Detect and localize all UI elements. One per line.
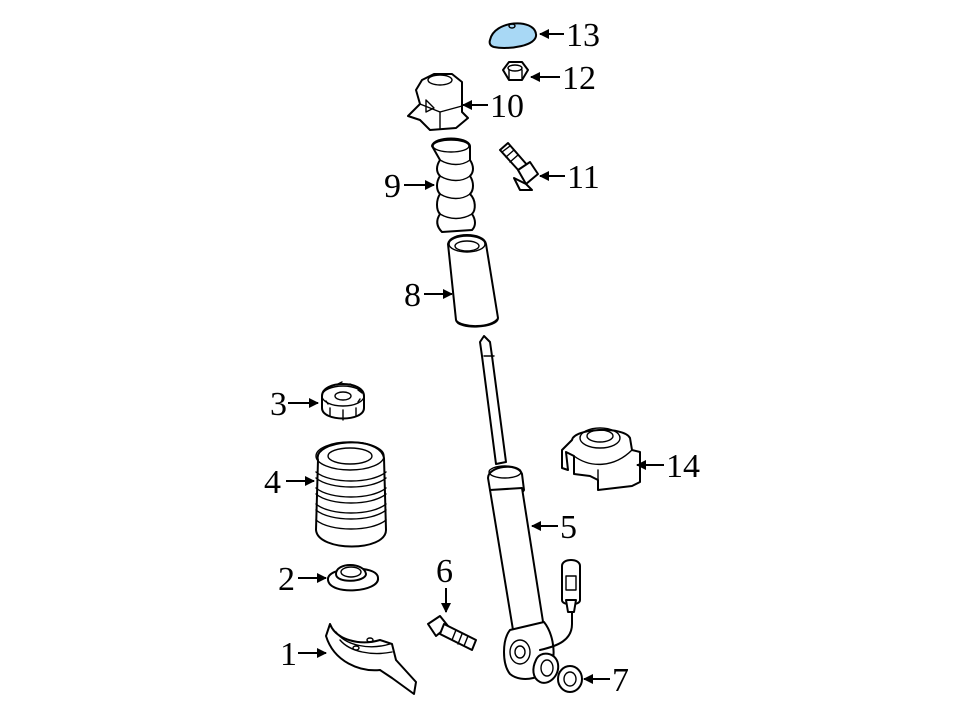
callout-8: 8 — [404, 277, 421, 314]
callout-2: 2 — [278, 561, 295, 598]
part-1-lower-bracket[interactable] — [325, 623, 417, 695]
callout-3: 3 — [270, 386, 287, 423]
part-12-nut[interactable] — [502, 61, 529, 81]
part-9-bump-stop[interactable] — [431, 137, 476, 233]
part-3-adjuster[interactable] — [321, 381, 365, 421]
part-2-spring-seat[interactable] — [327, 564, 379, 592]
part-7-washer[interactable] — [557, 665, 583, 693]
callout-1: 1 — [280, 636, 297, 673]
callout-7: 7 — [612, 662, 629, 699]
callout-12: 12 — [562, 60, 596, 97]
callout-9: 9 — [384, 168, 401, 205]
callout-6: 6 — [436, 553, 453, 590]
callout-11: 11 — [567, 159, 600, 196]
part-4-coil-spring[interactable] — [315, 441, 387, 548]
part-6-bolt[interactable] — [427, 615, 477, 651]
part-10-upper-mount[interactable] — [407, 73, 469, 131]
part-14-bracket[interactable] — [561, 427, 641, 491]
part-13-cap[interactable] — [488, 22, 537, 49]
part-11-bolt[interactable] — [499, 142, 539, 191]
callout-labels: 13 12 10 11 9 8 3 14 4 5 6 2 1 7 — [264, 17, 700, 699]
callout-13: 13 — [566, 17, 600, 54]
part-8-dust-boot[interactable] — [447, 234, 499, 328]
callout-arrows — [286, 29, 664, 684]
callout-10: 10 — [490, 88, 524, 125]
callout-14: 14 — [666, 448, 700, 485]
callout-4: 4 — [264, 464, 281, 501]
callout-5: 5 — [560, 509, 577, 546]
part-5-shock-absorber[interactable] — [479, 335, 581, 684]
